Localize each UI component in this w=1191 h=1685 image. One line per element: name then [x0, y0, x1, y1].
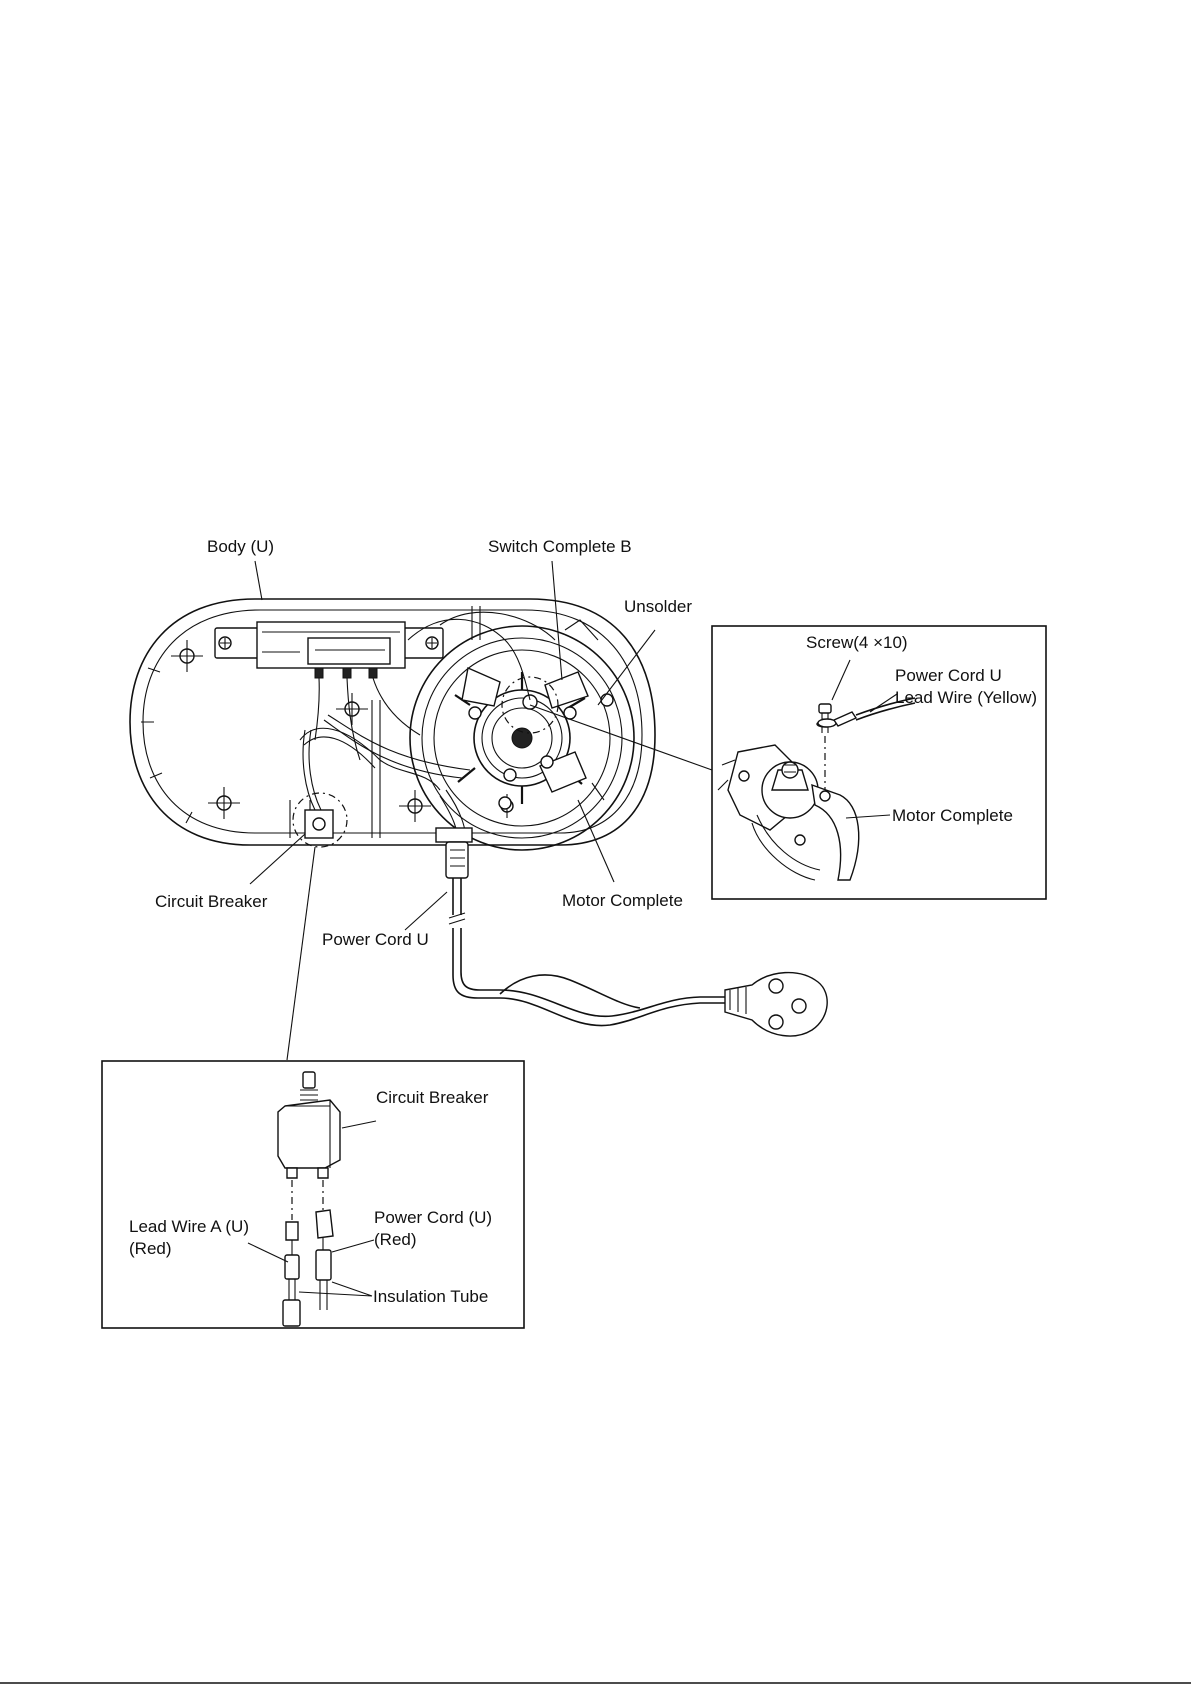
- label-motor-complete-detail: Motor Complete: [892, 806, 1013, 825]
- label-motor-complete: Motor Complete: [562, 891, 683, 910]
- label-power-cord-lead-line1: Power Cord U: [895, 666, 1002, 685]
- label-lead-wire-line2: (Red): [129, 1239, 172, 1258]
- label-insulation-tube: Insulation Tube: [373, 1287, 488, 1306]
- label-circuit-breaker-detail: Circuit Breaker: [376, 1088, 489, 1107]
- label-power-cord-u: Power Cord U: [322, 930, 429, 949]
- label-circuit-breaker: Circuit Breaker: [155, 892, 268, 911]
- circuit-breaker-body: [293, 793, 347, 847]
- switch-complete-b: [215, 622, 443, 760]
- label-power-cord-red-line1: Power Cord (U): [374, 1208, 492, 1227]
- label-body-u: Body (U): [207, 537, 274, 556]
- label-power-cord-red-line2: (Red): [374, 1230, 417, 1249]
- label-switch-complete-b: Switch Complete B: [488, 537, 632, 556]
- label-lead-wire-line1: Lead Wire A (U): [129, 1217, 249, 1236]
- label-power-cord-lead-line2: Lead Wire (Yellow): [895, 688, 1037, 707]
- label-screw: Screw(4 ×10): [806, 633, 908, 652]
- label-unsolder: Unsolder: [624, 597, 692, 616]
